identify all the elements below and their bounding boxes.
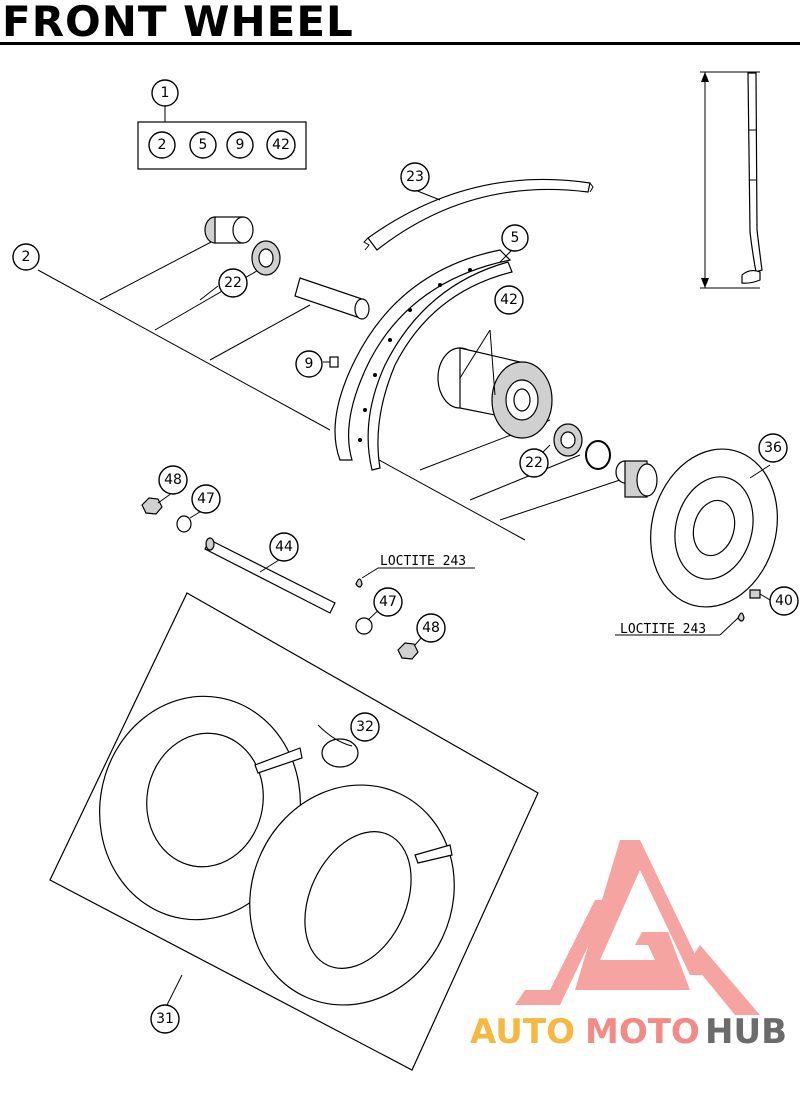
rim-nipple [329, 356, 339, 368]
callout-bearing-right-label: 22 [525, 455, 543, 471]
loctite-drop-disc [615, 612, 745, 636]
callout-washer-left: 47 [191, 484, 221, 514]
note-loctite-disc-label: LOCTITE 243 [620, 622, 706, 637]
callout-rim-label: 5 [511, 230, 520, 246]
nut-right [397, 642, 419, 660]
callout-nipple: 9 [295, 350, 323, 378]
callout-decal-set: 31 [150, 1004, 180, 1034]
callout-spokes: 42 [494, 285, 524, 315]
distance-tube [294, 277, 370, 320]
callout-kit-item-9: 9 [226, 131, 254, 159]
washer-left [176, 515, 192, 533]
spacer-right [615, 460, 658, 498]
spacer-left [204, 216, 254, 244]
rim [334, 249, 513, 471]
callout-nut-right: 48 [416, 613, 446, 643]
callout-kit-item-5: 5 [189, 131, 217, 159]
callout-kit-item-9-label: 9 [236, 137, 245, 153]
callout-spokes-label: 42 [500, 292, 518, 308]
rim-tape [363, 178, 594, 251]
callout-disc: 36 [758, 433, 788, 463]
callout-kit-item-2: 2 [148, 131, 176, 159]
axle [204, 537, 336, 614]
callout-washer-right: 47 [373, 587, 403, 617]
callout-kit-item-42-label: 42 [272, 137, 290, 153]
callout-spacer-left-label: 2 [22, 249, 31, 265]
callout-decal-tie-label: 32 [356, 719, 374, 735]
callout-axle: 44 [269, 532, 299, 562]
hub [437, 329, 553, 439]
disc-screw [749, 589, 771, 601]
callout-decal-tie: 32 [350, 712, 380, 742]
callout-disc-screw: 40 [769, 586, 799, 616]
bearing-top [251, 240, 281, 276]
callout-spacer-left: 2 [12, 243, 40, 271]
callout-nut-right-label: 48 [422, 620, 440, 636]
watermark-text: AUTO MOTO HUB [470, 1012, 787, 1052]
washer-right [355, 617, 373, 635]
callout-disc-screw-label: 40 [775, 593, 793, 609]
callout-disc-label: 36 [764, 440, 782, 456]
callout-washer-right-label: 47 [379, 594, 397, 610]
callout-bearing-top: 22 [218, 268, 248, 298]
callout-bearing-right: 22 [519, 448, 549, 478]
callout-nut-left: 48 [158, 465, 188, 495]
callout-kit-item-5-label: 5 [199, 137, 208, 153]
watermark-part3: HUB [705, 1012, 787, 1052]
bearing-right [553, 423, 583, 457]
brake-disc [650, 448, 778, 608]
watermark-part2: MOTO [585, 1012, 700, 1052]
callout-rim: 5 [501, 224, 529, 252]
callout-kit-item-2-label: 2 [158, 137, 167, 153]
note-loctite-axle-label: LOCTITE 243 [380, 554, 466, 569]
circlip [585, 440, 611, 470]
watermark-logo [515, 840, 760, 1015]
loctite-drop-axle [355, 567, 475, 588]
nut-left [141, 497, 163, 515]
callout-nipple-label: 9 [305, 356, 314, 372]
spoke-gauge [700, 71, 763, 289]
callout-kit-label: 1 [161, 85, 170, 101]
title-underline [0, 42, 800, 45]
note-loctite-axle: LOCTITE 243 [380, 554, 466, 569]
callout-axle-label: 44 [275, 539, 293, 555]
watermark-part1: AUTO [470, 1012, 575, 1052]
callout-nut-left-label: 48 [164, 472, 182, 488]
callout-kit-item-42: 42 [266, 130, 296, 160]
callout-washer-left-label: 47 [197, 491, 215, 507]
callout-bearing-top-label: 22 [224, 275, 242, 291]
decal-sheet [49, 592, 539, 1071]
note-loctite-disc: LOCTITE 243 [620, 622, 706, 637]
callout-kit: 1 [151, 79, 179, 107]
page-title: FRONT WHEEL [2, 0, 354, 46]
callout-rim-tape: 23 [400, 162, 430, 192]
callout-rim-tape-label: 23 [406, 169, 424, 185]
callout-decal-set-label: 31 [156, 1011, 174, 1027]
